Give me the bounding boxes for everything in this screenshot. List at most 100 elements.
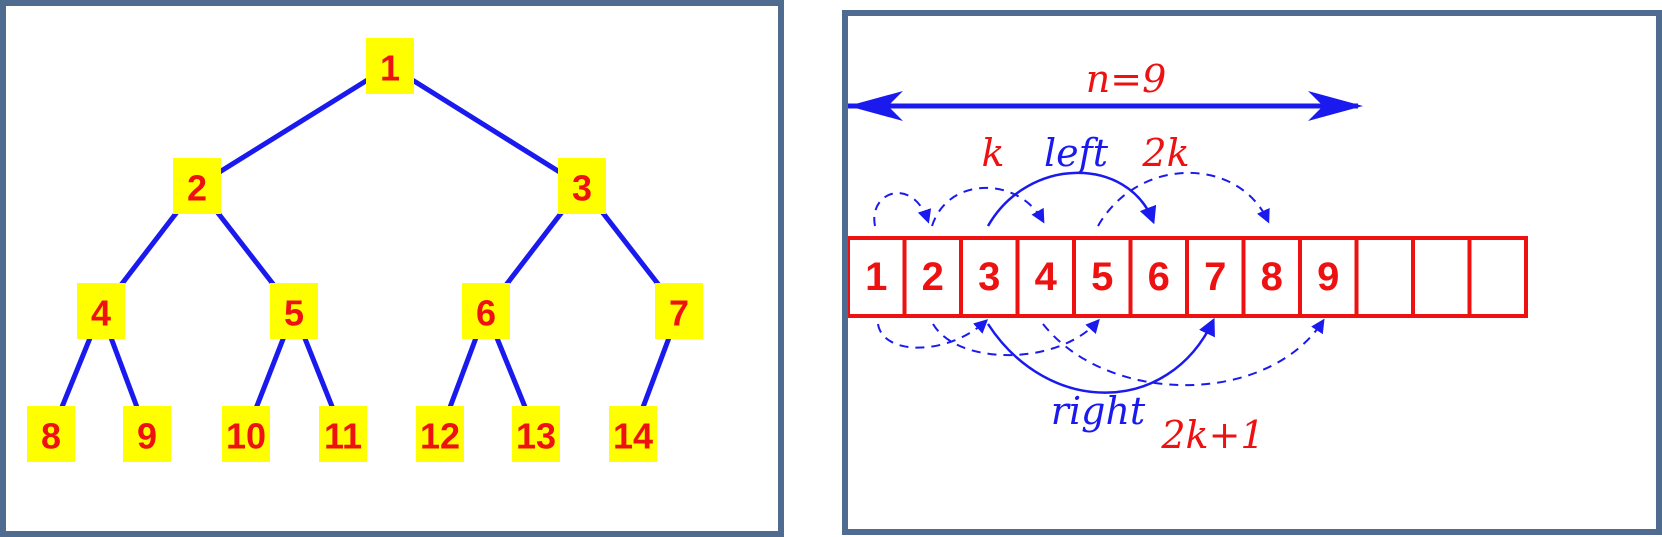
array-cell-12 bbox=[1467, 236, 1528, 318]
array-cell-label: 3 bbox=[978, 255, 1000, 299]
array-cell-8: 8 bbox=[1241, 236, 1302, 318]
tree-edge-1-3 bbox=[388, 63, 584, 189]
array-cell-11 bbox=[1411, 236, 1472, 318]
array-cell-box bbox=[1298, 236, 1359, 318]
tree-node-13: 13 bbox=[512, 406, 560, 462]
array-cell-box bbox=[1411, 236, 1472, 318]
array-cell-box bbox=[959, 236, 1020, 318]
array-cell-box bbox=[1354, 236, 1415, 318]
tree-node-box bbox=[462, 283, 510, 339]
tree-node-box bbox=[655, 283, 703, 339]
array-cell-box bbox=[1072, 236, 1133, 318]
array-cell-label: 8 bbox=[1261, 255, 1283, 299]
array-cell-box bbox=[1467, 236, 1528, 318]
array-cell-box bbox=[1241, 236, 1302, 318]
tree-node-6: 6 bbox=[462, 283, 510, 339]
tree-node-box bbox=[366, 38, 414, 94]
array-cell-box bbox=[848, 236, 907, 318]
left-arc-4 bbox=[1097, 171, 1270, 227]
tree-node-label: 5 bbox=[284, 293, 304, 334]
tree-node-label: 4 bbox=[91, 293, 111, 334]
tree-node-box bbox=[27, 406, 75, 462]
array-cell-1: 1 bbox=[848, 236, 907, 318]
tree-node-label: 9 bbox=[137, 416, 157, 457]
array-cell-7: 7 bbox=[1185, 236, 1246, 318]
tree-node-4: 4 bbox=[77, 283, 125, 339]
right-arc-2 bbox=[932, 318, 1100, 357]
tree-node-label: 7 bbox=[669, 293, 689, 334]
right-child-arcs bbox=[877, 317, 1325, 394]
tree-node-box bbox=[173, 158, 221, 214]
tree-node-label: 13 bbox=[516, 416, 556, 457]
n-span-arrow bbox=[848, 91, 1363, 121]
tree-node-box bbox=[319, 406, 367, 462]
array-cell-box bbox=[1128, 236, 1189, 318]
array-cell-9: 9 bbox=[1298, 236, 1359, 318]
array-cell-5: 5 bbox=[1072, 236, 1133, 318]
array-cell-3: 3 bbox=[959, 236, 1020, 318]
array-cell-label: 1 bbox=[865, 255, 887, 299]
tree-node-box bbox=[609, 406, 657, 462]
left-arc-2 bbox=[931, 186, 1045, 227]
right-arc-4 bbox=[1042, 318, 1325, 387]
tree-node-box bbox=[416, 406, 464, 462]
n-span-right-arrowhead bbox=[1308, 91, 1363, 121]
left-child-arcs bbox=[873, 171, 1270, 227]
array-cell-label: 9 bbox=[1317, 255, 1339, 299]
two-k-plus-one-label: 2k+1 bbox=[1160, 413, 1264, 457]
array-cell-10 bbox=[1354, 236, 1415, 318]
array-cell-label: 4 bbox=[1035, 255, 1058, 299]
array-cell-2: 2 bbox=[902, 236, 963, 318]
array-cell-label: 2 bbox=[922, 255, 944, 299]
right-label: right bbox=[1051, 389, 1146, 433]
tree-node-label: 10 bbox=[226, 416, 266, 457]
tree-node-label: 1 bbox=[380, 48, 400, 89]
tree-node-12: 12 bbox=[416, 406, 464, 462]
tree-node-label: 12 bbox=[420, 416, 460, 457]
right-arc-3 bbox=[986, 317, 1215, 394]
tree-node-7: 7 bbox=[655, 283, 703, 339]
tree-node-label: 14 bbox=[613, 416, 653, 457]
array-cell-6: 6 bbox=[1128, 236, 1189, 318]
tree-node-label: 3 bbox=[572, 168, 592, 209]
tree-node-box bbox=[222, 406, 270, 462]
left-label: left bbox=[1044, 131, 1109, 175]
tree-node-14: 14 bbox=[609, 406, 657, 462]
two-k-label: 2k bbox=[1141, 131, 1189, 175]
tree-node-label: 2 bbox=[187, 168, 207, 209]
k-label: k bbox=[981, 131, 1004, 175]
tree-edges bbox=[48, 63, 682, 435]
array-cell-label: 5 bbox=[1091, 255, 1113, 299]
tree-node-box bbox=[558, 158, 606, 214]
tree-node-11: 11 bbox=[319, 406, 367, 462]
tree-node-5: 5 bbox=[270, 283, 318, 339]
tree-node-label: 8 bbox=[41, 416, 61, 457]
n-label: n=9 bbox=[1086, 57, 1167, 101]
tree-node-9: 9 bbox=[123, 406, 171, 462]
tree-node-1: 1 bbox=[366, 38, 414, 94]
n-span-left-arrowhead bbox=[848, 91, 903, 121]
tree-node-label: 6 bbox=[476, 293, 496, 334]
tree-node-3: 3 bbox=[558, 158, 606, 214]
tree-node-8: 8 bbox=[27, 406, 75, 462]
array-cell-label: 6 bbox=[1148, 255, 1170, 299]
tree-node-box bbox=[512, 406, 560, 462]
tree-node-box bbox=[77, 283, 125, 339]
left-arc-3 bbox=[986, 171, 1157, 227]
tree-node-label: 11 bbox=[324, 416, 362, 457]
tree-node-box bbox=[123, 406, 171, 462]
tree-node-10: 10 bbox=[222, 406, 270, 462]
right-arc-1 bbox=[877, 319, 989, 349]
tree-node-2: 2 bbox=[173, 158, 221, 214]
tree-edge-1-2 bbox=[195, 63, 392, 189]
tree-node-box bbox=[270, 283, 318, 339]
array-cell-4: 4 bbox=[1015, 236, 1076, 318]
left-arc-1 bbox=[873, 192, 932, 227]
array-cell-label: 7 bbox=[1204, 255, 1226, 299]
